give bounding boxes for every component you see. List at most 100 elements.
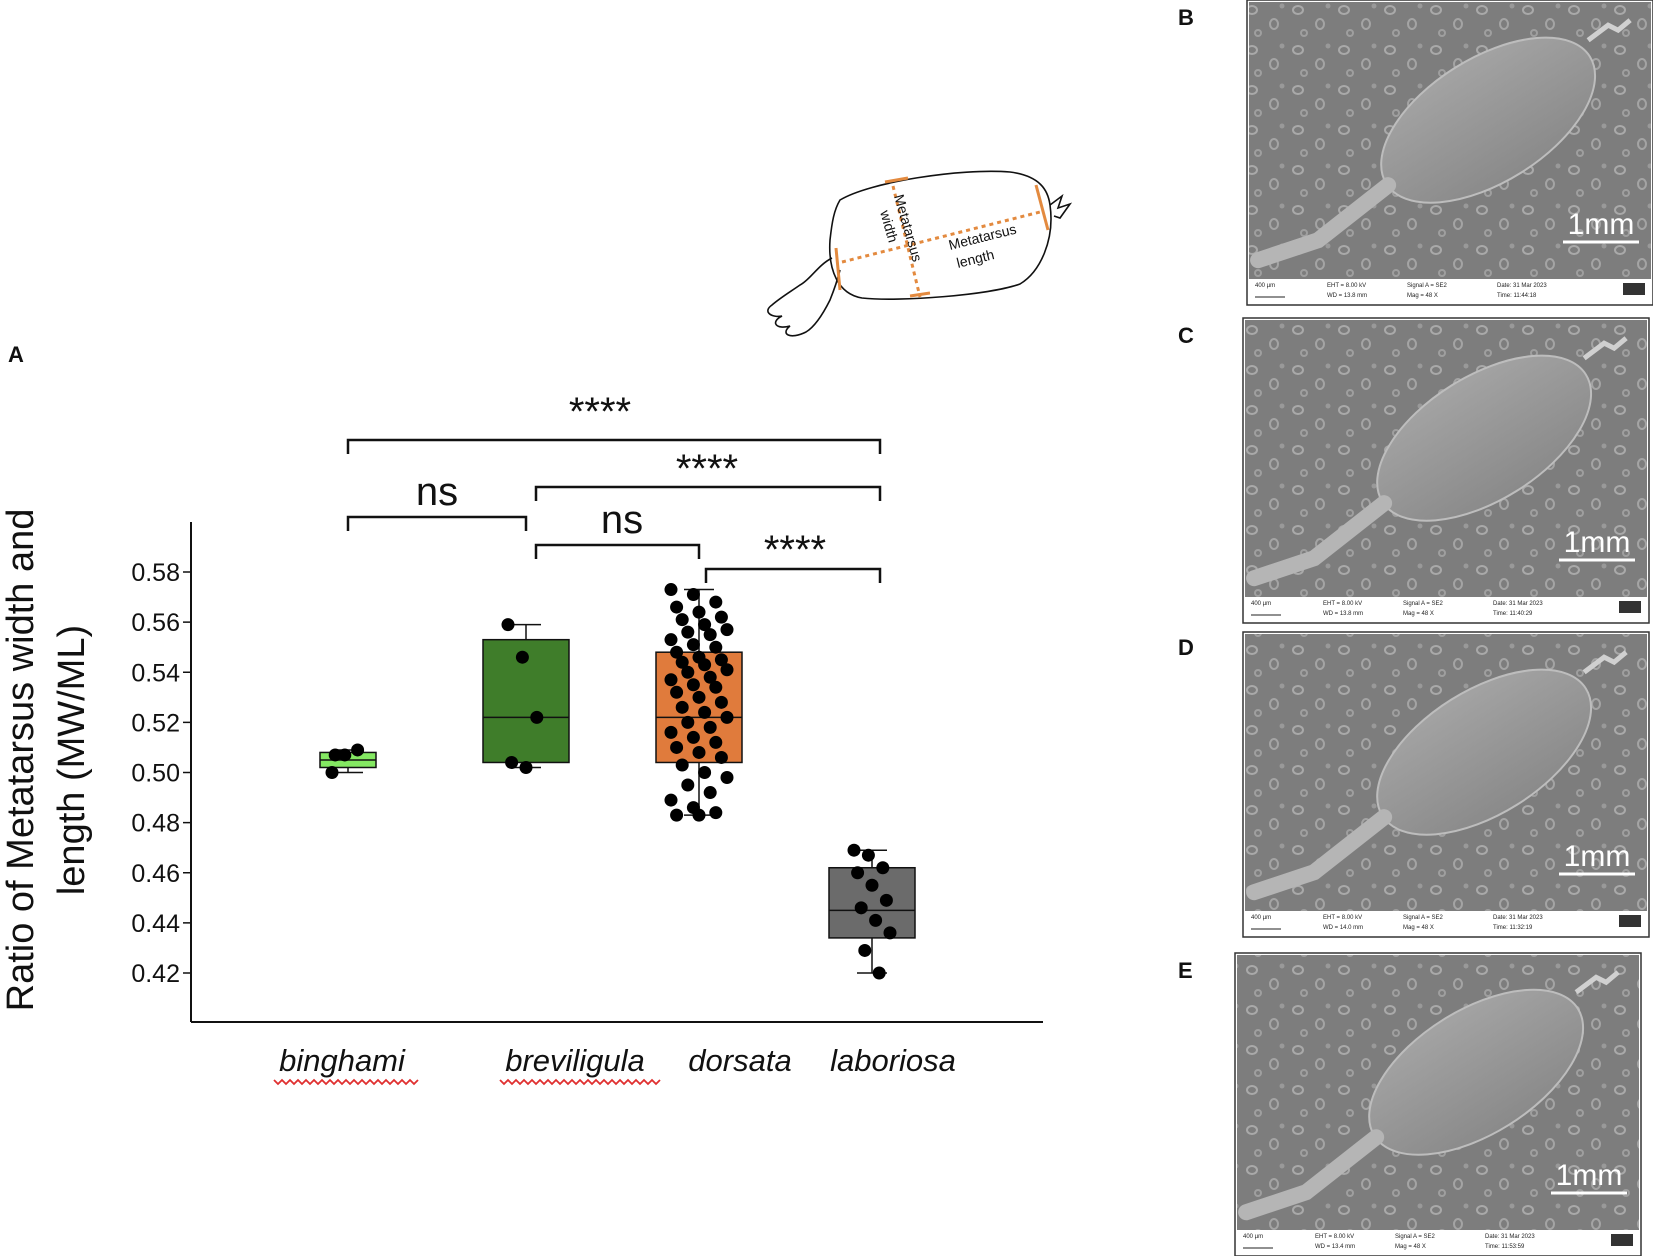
apical-process-specimen — [1574, 970, 1620, 995]
data-point — [858, 943, 872, 957]
micrograph-info-text: Time: 11:44:18 — [1497, 293, 1537, 299]
length-end-mark-right — [1034, 184, 1050, 231]
box-plot-chart: 0.420.440.460.480.500.520.540.560.58 Rat… — [0, 390, 1043, 1086]
data-point — [879, 893, 893, 907]
data-point — [692, 690, 706, 704]
data-point — [692, 605, 706, 619]
width-measure-line — [891, 185, 922, 298]
tarsus-specimen — [1246, 809, 1393, 901]
micrograph-info-text: Time: 11:53:59 — [1485, 1244, 1525, 1250]
significance-label: ns — [416, 470, 458, 514]
x-category-breviligula: breviligula — [505, 1043, 645, 1078]
data-point — [670, 740, 684, 754]
y-tick-label: 0.46 — [131, 860, 180, 888]
y-tick-label: 0.50 — [131, 760, 180, 788]
significance-label: ns — [601, 498, 643, 542]
micrograph-info-text: Signal A = SE2 — [1407, 283, 1448, 289]
data-point — [675, 700, 689, 714]
length-end-mark-left — [834, 247, 842, 291]
y-tick-label: 0.54 — [131, 659, 180, 687]
data-point — [854, 901, 868, 915]
data-point — [670, 808, 684, 822]
data-point — [861, 848, 875, 862]
tarsus-specimen — [1238, 1129, 1385, 1221]
micrograph-info-text: 400 µm — [1251, 601, 1271, 607]
data-point — [351, 743, 365, 757]
data-point — [883, 926, 897, 940]
data-point — [519, 760, 533, 774]
data-point — [851, 866, 865, 880]
micrograph-info-text: EHT = 8.00 kV — [1315, 1234, 1354, 1240]
data-point — [670, 645, 684, 659]
y-tick-label: 0.52 — [131, 709, 180, 737]
significance-label: **** — [764, 528, 826, 572]
micrograph-info-text: 400 µm — [1255, 283, 1275, 289]
panel-label-a: A — [8, 342, 24, 367]
zeiss-logo — [1619, 601, 1641, 613]
micrograph-info-text: EHT = 8.00 kV — [1323, 601, 1362, 607]
y-tick-label: 0.44 — [131, 910, 180, 938]
data-point — [720, 623, 734, 637]
x-category-dorsata: dorsata — [688, 1043, 791, 1078]
micrograph-info-text: Time: 11:32:19 — [1493, 925, 1533, 931]
spellcheck-underline — [273, 1078, 419, 1086]
micrograph-info-text: Signal A = SE2 — [1395, 1234, 1436, 1240]
data-point — [681, 665, 695, 679]
data-point — [720, 663, 734, 677]
data-point — [709, 680, 723, 694]
micrograph-info-text: Mag = 48 X — [1403, 611, 1434, 617]
metatarsus-diagram: Metatarsus width Metatarsus length — [767, 170, 1073, 337]
data-point — [698, 618, 712, 632]
data-point — [670, 685, 684, 699]
significance-bracket — [534, 485, 882, 501]
tarsal-claw-outline — [767, 257, 841, 337]
data-point — [686, 678, 700, 692]
data-point — [681, 715, 695, 729]
x-category-binghami: binghami — [279, 1043, 406, 1078]
length-measure-line — [841, 210, 1041, 264]
data-point — [703, 628, 717, 642]
panel-label-e: E — [1178, 958, 1193, 983]
scale-bar-label: 1mm — [1568, 208, 1635, 241]
x-category-laboriosa: laboriosa — [830, 1043, 956, 1078]
data-point — [720, 710, 734, 724]
tarsus-specimen — [1246, 495, 1393, 587]
panel-label-c: C — [1178, 323, 1194, 348]
micrograph-info-text: 400 µm — [1251, 915, 1271, 921]
data-point — [325, 766, 339, 779]
data-points — [325, 583, 897, 980]
data-point — [720, 771, 734, 785]
micrograph-info-text: 400 µm — [1243, 1234, 1263, 1240]
micrograph-info-text: Date: 31 Mar 2023 — [1485, 1234, 1535, 1240]
data-point — [681, 625, 695, 639]
data-point — [714, 610, 728, 624]
data-point — [698, 766, 712, 779]
data-point — [709, 735, 723, 749]
scale-bar-label: 1mm — [1556, 1159, 1623, 1192]
significance-bracket — [346, 438, 882, 454]
spellcheck-underline — [499, 1078, 661, 1086]
micrograph-info-text: WD = 13.8 mm — [1323, 611, 1363, 617]
data-point — [530, 710, 544, 724]
data-point — [664, 673, 678, 687]
micrograph-info-text: EHT = 8.00 kV — [1323, 915, 1362, 921]
data-point — [692, 808, 706, 822]
significance-label: **** — [676, 447, 738, 491]
y-tick-label: 0.56 — [131, 609, 180, 637]
data-point — [686, 588, 700, 602]
scale-bar-label: 1mm — [1564, 840, 1631, 873]
micrograph-info-text: Date: 31 Mar 2023 — [1493, 601, 1543, 607]
data-point — [876, 861, 890, 875]
micrograph-info-text: Signal A = SE2 — [1403, 915, 1444, 921]
x-category-labels: binghami breviligula dorsata laboriosa — [273, 1043, 956, 1086]
apical-process-specimen — [1582, 336, 1628, 361]
box-series — [319, 588, 916, 974]
micrograph-info-text: Signal A = SE2 — [1403, 601, 1444, 607]
y-tick-label: 0.48 — [131, 810, 180, 838]
micrograph-info-text: Time: 11:40:29 — [1493, 611, 1533, 617]
data-point — [709, 806, 723, 820]
significance-bracket — [534, 543, 701, 559]
